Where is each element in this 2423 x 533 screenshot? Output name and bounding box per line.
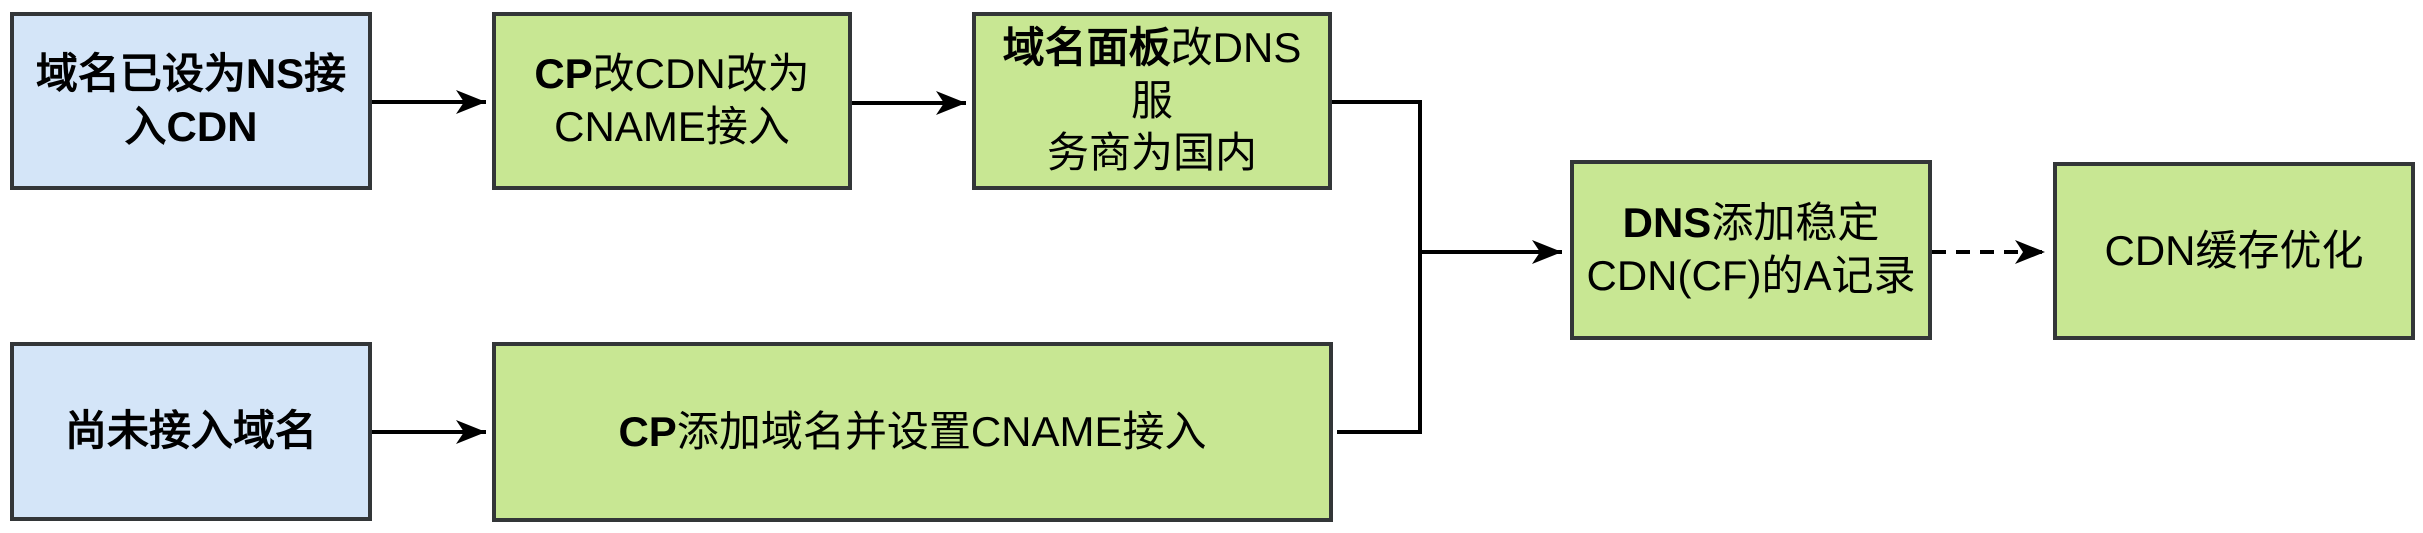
node-cp-add-domain-cname: CP添加域名并设置CNAME接入	[492, 342, 1333, 522]
connector-merge-panel-and-cp-add	[1332, 100, 1422, 434]
node-panel-change-dns-label: 域名面板改DNS服 务商为国内	[1002, 23, 1302, 177]
node-dns-add-a-record: DNS添加稳定 CDN(CF)的A记录	[1570, 160, 1932, 340]
node-cdn-cache-optimize-label: CDN缓存优化	[2104, 226, 2364, 274]
node-dns-add-a-record-label: DNS添加稳定 CDN(CF)的A记录	[1586, 199, 1916, 299]
node-domain-ns-cdn-label: 域名已设为NS接 入CDN	[35, 50, 347, 150]
node-cp-change-cname: CP改CDN改为 CNAME接入	[492, 12, 852, 190]
node-domain-not-connected: 尚未接入域名	[10, 342, 372, 521]
node-cp-change-cname-label: CP改CDN改为 CNAME接入	[534, 50, 810, 150]
node-cdn-cache-optimize: CDN缓存优化	[2053, 162, 2415, 340]
node-domain-ns-cdn: 域名已设为NS接 入CDN	[10, 12, 372, 190]
node-domain-not-connected-label: 尚未接入域名	[64, 407, 317, 455]
node-cp-add-domain-cname-label: CP添加域名并设置CNAME接入	[618, 407, 1207, 455]
node-panel-change-dns: 域名面板改DNS服 务商为国内	[972, 12, 1332, 190]
